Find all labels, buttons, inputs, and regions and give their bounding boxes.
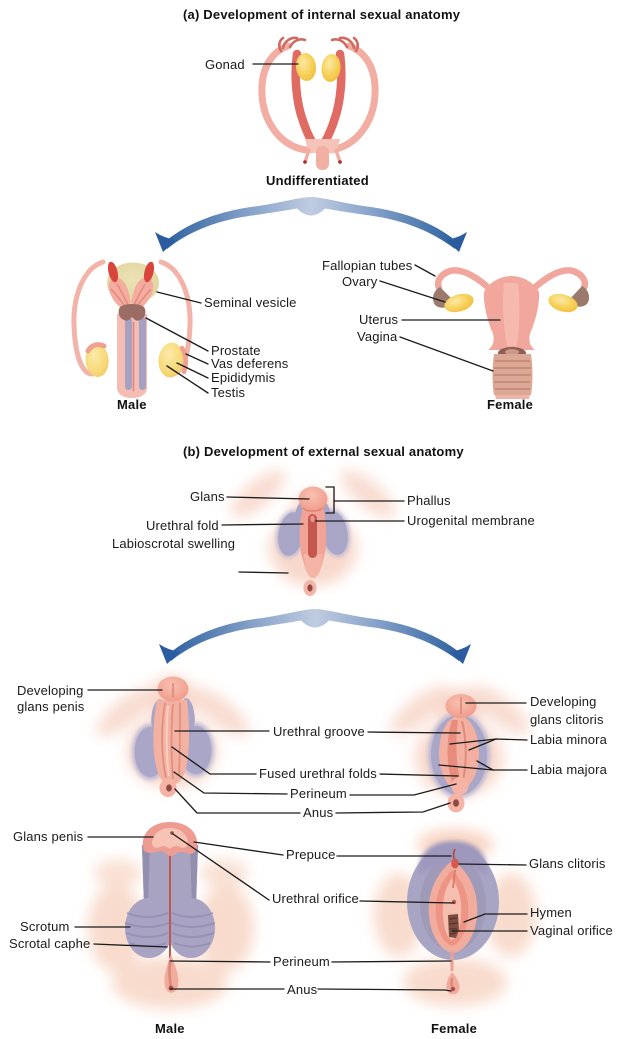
- svg-text:Scrotum: Scrotum: [20, 919, 69, 934]
- svg-text:(a) Development of internal se: (a) Development of internal sexual anato…: [183, 7, 461, 22]
- svg-text:Glans clitoris: Glans clitoris: [529, 856, 606, 871]
- svg-text:Vagina: Vagina: [357, 329, 398, 344]
- svg-text:Developing: Developing: [530, 694, 597, 709]
- svg-text:Perineum: Perineum: [273, 954, 330, 969]
- svg-text:Female: Female: [431, 1021, 477, 1036]
- svg-text:Prostate: Prostate: [211, 343, 261, 358]
- svg-text:Vaginal orifice: Vaginal orifice: [530, 923, 613, 938]
- svg-text:Gonad: Gonad: [205, 57, 245, 72]
- svg-text:Epididymis: Epididymis: [211, 370, 276, 385]
- svg-text:Labia minora: Labia minora: [530, 732, 608, 747]
- svg-text:Vas deferens: Vas deferens: [211, 356, 289, 371]
- svg-text:glans penis: glans penis: [17, 699, 85, 714]
- svg-text:glans clitoris: glans clitoris: [530, 712, 604, 727]
- svg-text:Testis: Testis: [211, 385, 245, 400]
- svg-text:Perineum: Perineum: [290, 786, 347, 801]
- svg-text:Scrotal caphe: Scrotal caphe: [9, 936, 90, 951]
- svg-text:Hymen: Hymen: [530, 905, 572, 920]
- svg-text:Undifferentiated: Undifferentiated: [266, 173, 369, 188]
- svg-text:Urethral groove: Urethral groove: [273, 724, 365, 739]
- svg-text:Anus: Anus: [303, 805, 334, 820]
- svg-text:(b) Development of external se: (b) Development of external sexual anato…: [183, 444, 464, 459]
- svg-text:Uterus: Uterus: [359, 312, 399, 327]
- svg-text:Seminal vesicle: Seminal vesicle: [204, 295, 297, 310]
- svg-text:Glans penis: Glans penis: [13, 829, 84, 844]
- svg-text:Ovary: Ovary: [342, 274, 378, 289]
- svg-text:Prepuce: Prepuce: [286, 847, 335, 862]
- svg-text:Female: Female: [487, 397, 533, 412]
- svg-text:Developing: Developing: [17, 683, 84, 698]
- svg-text:Fused urethral folds: Fused urethral folds: [259, 766, 377, 781]
- svg-text:Labioscrotal swelling: Labioscrotal swelling: [112, 536, 235, 551]
- svg-text:Male: Male: [155, 1021, 185, 1036]
- svg-text:Urethral orifice: Urethral orifice: [272, 891, 359, 906]
- svg-text:Fallopian tubes: Fallopian tubes: [322, 258, 413, 273]
- svg-text:Phallus: Phallus: [407, 493, 451, 508]
- svg-text:Glans: Glans: [190, 489, 225, 504]
- svg-text:Urethral fold: Urethral fold: [146, 518, 219, 533]
- svg-text:Male: Male: [117, 397, 147, 412]
- svg-text:Anus: Anus: [287, 982, 318, 997]
- svg-text:Urogenital membrane: Urogenital membrane: [407, 513, 535, 528]
- svg-text:Labia majora: Labia majora: [530, 762, 608, 777]
